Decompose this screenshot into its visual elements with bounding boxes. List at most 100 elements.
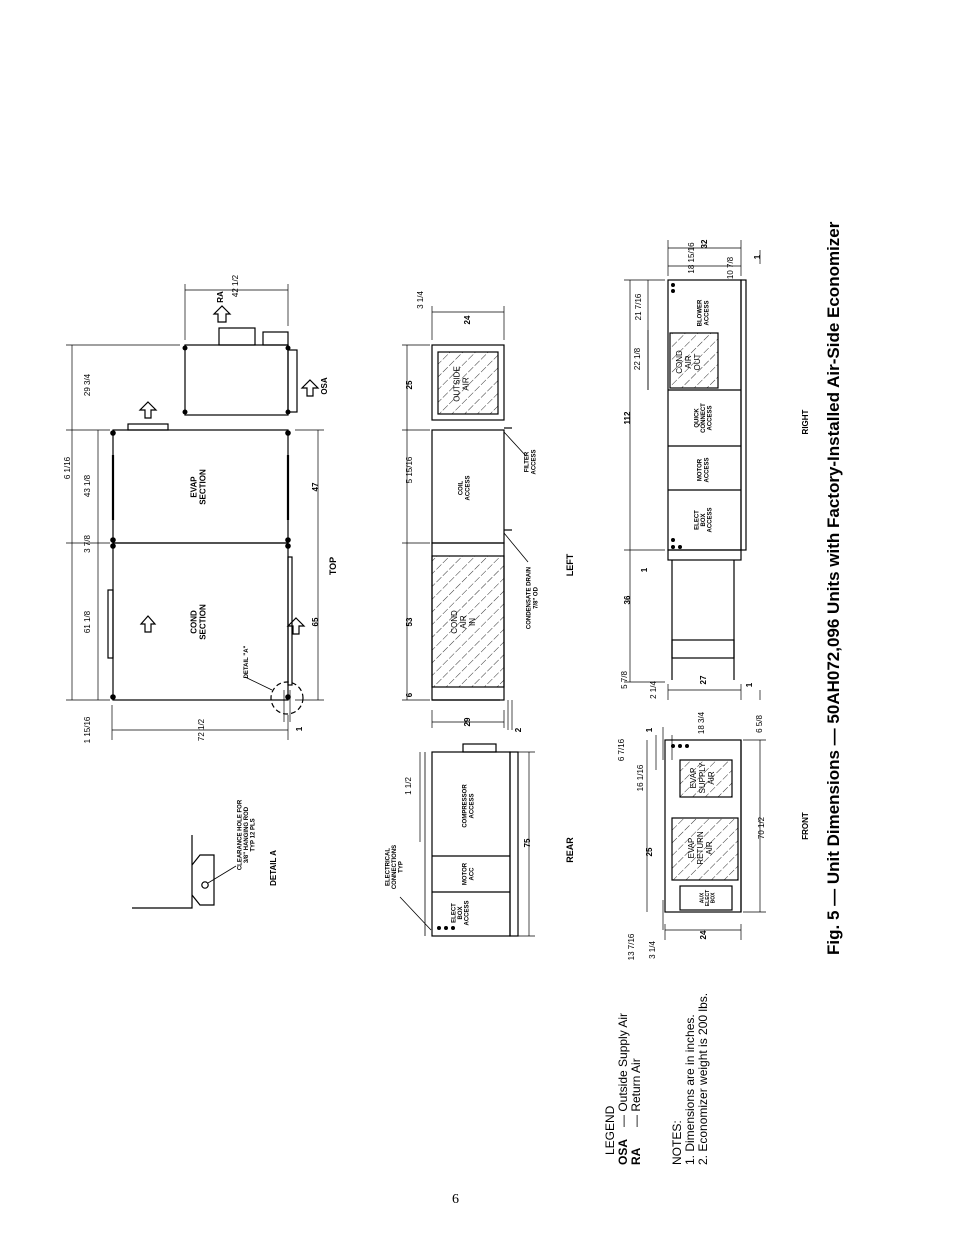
legend: LEGEND OSA— Outside Supply Air RA— Retur… [603, 1013, 643, 1165]
label-coil-access: COILACCESS [459, 475, 472, 500]
view-label-top: TOP [328, 557, 338, 575]
osa-arrow-icon [300, 379, 320, 397]
note-item: 2. Economizer weight is 200 lbs. [696, 992, 710, 1165]
right-view [624, 240, 761, 700]
dim-front: 13 7/16 [627, 933, 636, 960]
dim-left: 2 [514, 727, 523, 732]
label-detail-a-callout: DETAIL "A" [244, 645, 250, 678]
label-condensate-drain: CONDENSATE DRAIN7/8" OD [527, 567, 540, 629]
detail-a-circle [270, 681, 304, 715]
dim-top: 1 [295, 726, 304, 731]
dim-right: 5 7/8 [620, 671, 629, 689]
dim-left: 3 1/4 [416, 291, 425, 309]
dim-right: 27 [699, 675, 708, 684]
view-label-left: LEFT [565, 553, 575, 576]
label-evap-section: EVAPSECTION [190, 469, 208, 505]
dim-front: 3 1/4 [648, 941, 657, 959]
dim-right: 1 [640, 567, 649, 572]
rear-view [399, 743, 535, 937]
dim-front: 16 1/16 [636, 764, 645, 791]
dim-right: 22 1/8 [633, 347, 642, 370]
dim-top: 43 1/8 [83, 474, 92, 497]
drawing-labels: TOP REAR LEFT FRONT RIGHT DETAIL A EVAPSECTION… [63, 239, 810, 960]
dim-right: 2 1/4 [649, 681, 658, 699]
ra-arrow-icon [212, 305, 232, 323]
dim-left: 25 [405, 380, 414, 389]
top-view [66, 284, 324, 740]
label-evap-return-air: EVAPRETURNAIR [687, 831, 714, 865]
dim-front: 18 3/4 [697, 711, 706, 734]
label-filter-access: FILTERACCESS [525, 449, 538, 474]
dim-right: 112 [623, 411, 632, 424]
dim-right: 18 15/16 [687, 242, 696, 274]
label-motor-access: MOTORACCESS [698, 457, 711, 482]
view-label-detail-a: DETAIL A [269, 850, 278, 886]
figure-title: Fig. 5 — Unit Dimensions — 50AH072,096 U… [824, 221, 843, 955]
evap-return-air-hatch [671, 817, 739, 881]
dim-top: 42 1/2 [231, 274, 240, 297]
dim-top: 1 15/16 [83, 716, 92, 743]
label-osa: OSA [320, 377, 329, 395]
dim-right: 1 [745, 682, 754, 687]
cond-air-arrow-icon [286, 617, 306, 635]
clearance-hole-icon [201, 881, 209, 889]
view-label-right: RIGHT [801, 409, 810, 434]
dim-front: 1 [645, 727, 654, 732]
legend-desc-ra: — Return Air [629, 1058, 643, 1127]
label-evap-supply-air: EVAPSUPPLYAIR [689, 762, 716, 794]
dim-left: 5 15/16 [405, 456, 414, 483]
dim-top: 29 3/4 [83, 373, 92, 396]
label-quick-connect-access: QUICKCONNECTACCESS [694, 403, 713, 433]
detail-a-view [132, 835, 237, 909]
label-compressor-access: COMPRESSORACCESS [463, 784, 476, 828]
label-motor-acc: MOTORACC [463, 862, 476, 885]
view-label-front: FRONT [801, 812, 810, 840]
dim-front: 70 1/2 [757, 816, 766, 839]
label-aux-elect-box: AUXELECTBOX [700, 890, 717, 906]
label-outside-air: OUTSIDEAIR [453, 366, 471, 402]
label-blower-access: BLOWERACCESS [698, 299, 711, 326]
label-clearance-hole: CLEARANCE HOLE FOR3/8" HANGING RODTYP 12… [237, 799, 256, 870]
dim-top: 65 [311, 617, 320, 626]
outside-air-hatch [437, 351, 499, 415]
dim-right: 21 7/16 [634, 293, 643, 320]
notes: NOTES: 1. Dimensions are in inches. 2. E… [670, 992, 710, 1165]
economizer-hood [184, 344, 289, 416]
legend-abbr-ra: RA [629, 1147, 643, 1165]
label-cond-section: CONDSECTION [190, 604, 208, 640]
dim-left: 53 [405, 617, 414, 626]
dim-front: 24 [699, 930, 708, 939]
label-electrical-connections: ELECTRICALCONNECTIONSTYP [385, 845, 404, 889]
dim-top: 61 1/8 [83, 610, 92, 633]
dim-rear: 1 1/2 [404, 777, 413, 795]
dim-top: 47 [311, 482, 320, 491]
dim-top: 3 7/8 [83, 535, 92, 553]
view-label-rear: REAR [565, 837, 575, 863]
dim-left: 6 [405, 692, 414, 697]
dim-left: 24 [463, 315, 472, 324]
dim-right: 10 7/8 [726, 256, 735, 279]
cond-air-in-hatch [431, 555, 505, 688]
dim-left: 29 [463, 717, 472, 726]
front-view [646, 727, 766, 940]
dim-right: 1 [753, 254, 762, 259]
label-cond-air-in: CONDAIRIN [450, 610, 477, 634]
airflow-arrow-icon [138, 401, 158, 419]
dim-rear: 75 [523, 838, 532, 847]
evap-supply-air-hatch [679, 759, 733, 798]
cond-air-out-hatch [669, 332, 719, 389]
dim-front: 6 5/8 [755, 715, 764, 733]
label-ra: RA [216, 291, 225, 303]
dim-front: 25 [645, 847, 654, 856]
left-view [402, 306, 529, 730]
dim-top: 6 1/16 [63, 456, 72, 479]
exhaust-arrow-icon [139, 615, 157, 633]
dim-top: 72 1/2 [197, 718, 206, 741]
dim-right: 36 [623, 595, 632, 604]
page-number: 6 [452, 1192, 459, 1207]
label-elect-box-access: ELECTBOXACCESS [694, 507, 713, 532]
dim-right: 32 [700, 239, 709, 248]
dim-front: 6 7/16 [617, 738, 626, 761]
